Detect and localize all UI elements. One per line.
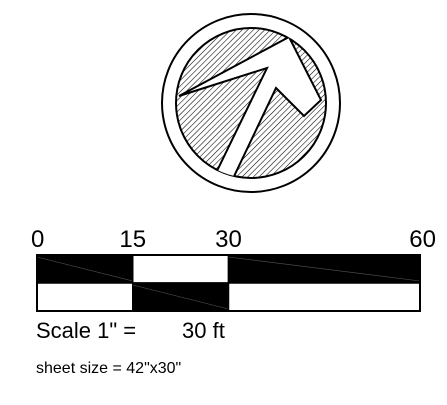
scale-segment-diagonal-2	[228, 256, 421, 282]
scale-segment-diagonal-0	[36, 256, 133, 282]
scale-bar-labels: 0 15 30 60	[31, 226, 436, 253]
scale-bar-border	[36, 254, 421, 312]
scale-value: 30 ft	[182, 318, 225, 343]
scale-segment-diagonal-1	[132, 284, 229, 310]
scale-tick-label-15: 15	[119, 226, 146, 253]
sheet-size-text: sheet size = 42"x30"	[36, 360, 181, 377]
scale-bar	[36, 254, 421, 312]
north-arrow-chevron	[178, 35, 323, 178]
scale-segment-bottom-0	[36, 282, 134, 312]
scale-tick-label-60: 60	[409, 226, 436, 253]
scale-label: Scale 1" =	[36, 318, 136, 343]
scale-segment-top-1	[132, 254, 230, 284]
north-arrow-icon	[161, 13, 341, 193]
scale-tick-label-0: 0	[31, 226, 44, 253]
scale-segment-bottom-2	[227, 282, 421, 312]
scale-tick-label-30: 30	[215, 226, 242, 253]
